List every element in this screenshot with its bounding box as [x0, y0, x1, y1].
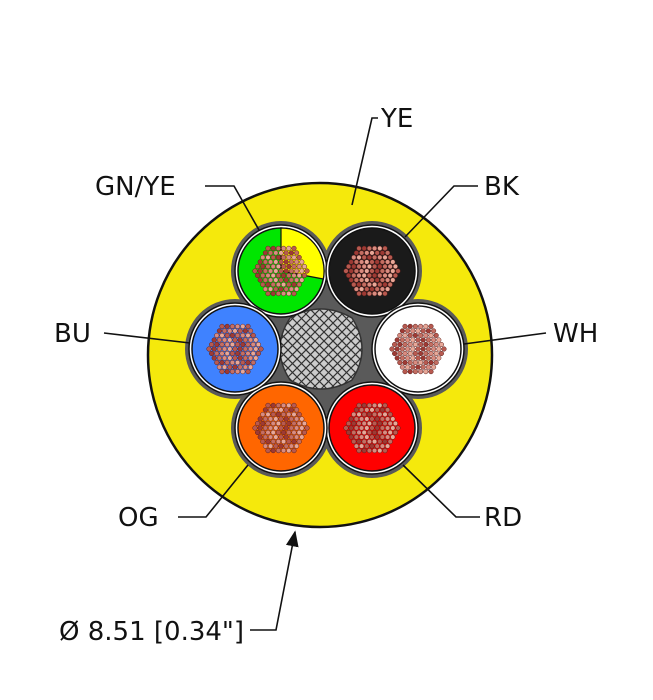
leader-bk — [404, 185, 478, 238]
leader-rd — [402, 464, 480, 518]
label-rd: RD — [484, 503, 522, 533]
strands-rd — [343, 402, 401, 454]
conductor-bk — [325, 224, 419, 318]
leader-ye — [351, 117, 378, 206]
dimension-leader — [250, 530, 299, 631]
conductor-bu — [188, 302, 282, 396]
conductors — [188, 224, 465, 475]
conductor-og — [234, 381, 328, 475]
strands-bk — [343, 245, 401, 297]
label-ye: YE — [380, 104, 413, 134]
label-bk: BK — [484, 172, 520, 202]
leader-bu — [103, 332, 191, 344]
label-gnye: GN/YE — [95, 172, 176, 202]
label-og: OG — [118, 503, 159, 533]
label-wh: WH — [553, 319, 598, 349]
conductor-rd — [325, 381, 419, 475]
conductor-gnye — [234, 224, 328, 318]
leader-wh — [463, 332, 547, 345]
leader-og — [178, 464, 249, 518]
dimension-label: Ø 8.51 [0.34"] — [59, 617, 244, 647]
leader-gnye — [205, 185, 260, 231]
strands-wh — [389, 323, 447, 375]
strands-bu — [206, 323, 264, 375]
label-bu: BU — [54, 319, 91, 349]
strands-og — [252, 402, 310, 454]
strands-gnye — [252, 245, 310, 297]
conductor-wh — [371, 302, 465, 396]
